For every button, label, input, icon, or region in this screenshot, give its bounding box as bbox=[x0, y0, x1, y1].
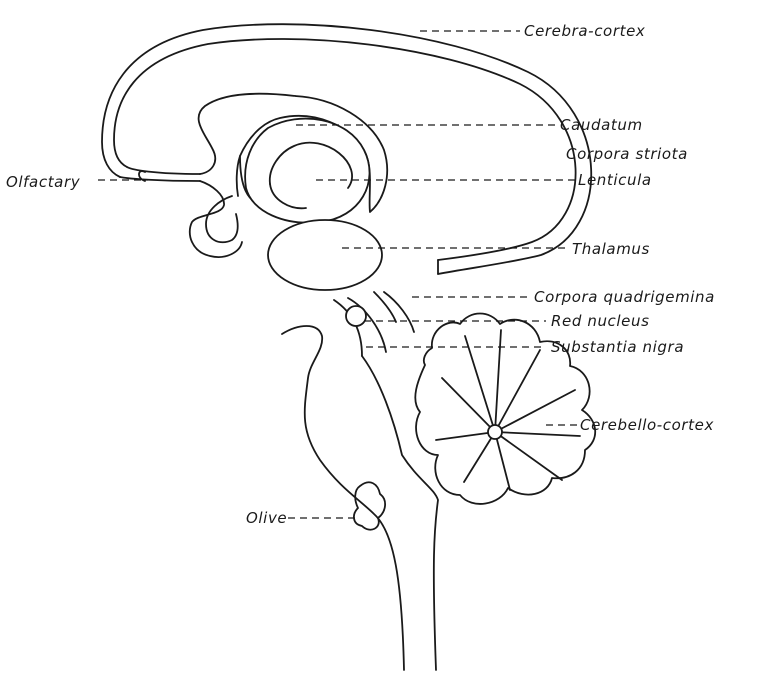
label-thalamus: Thalamus bbox=[572, 240, 650, 258]
label-red-nucleus: Red nucleus bbox=[551, 312, 650, 330]
label-substantia-nigra: Substantia nigra bbox=[551, 338, 684, 356]
label-lenticula: Lenticula bbox=[578, 171, 652, 189]
red-nucleus-circle bbox=[346, 306, 366, 326]
olfactory-bulb bbox=[120, 167, 200, 181]
thalamus-shape bbox=[268, 220, 382, 290]
label-cerebra-cortex: Cerebra-cortex bbox=[524, 22, 645, 40]
label-olfactary: Olfactary bbox=[6, 173, 81, 191]
label-olive: Olive bbox=[246, 509, 287, 527]
label-caudatum: Caudatum bbox=[560, 116, 643, 134]
pons-medulla-outline bbox=[282, 326, 438, 670]
label-corpora-striata: Corpora striota bbox=[566, 145, 688, 163]
label-cerebello-cortex: Cerebello-cortex bbox=[580, 416, 714, 434]
label-corpora-quadrigemina: Corpora quadrigemina bbox=[534, 288, 715, 306]
